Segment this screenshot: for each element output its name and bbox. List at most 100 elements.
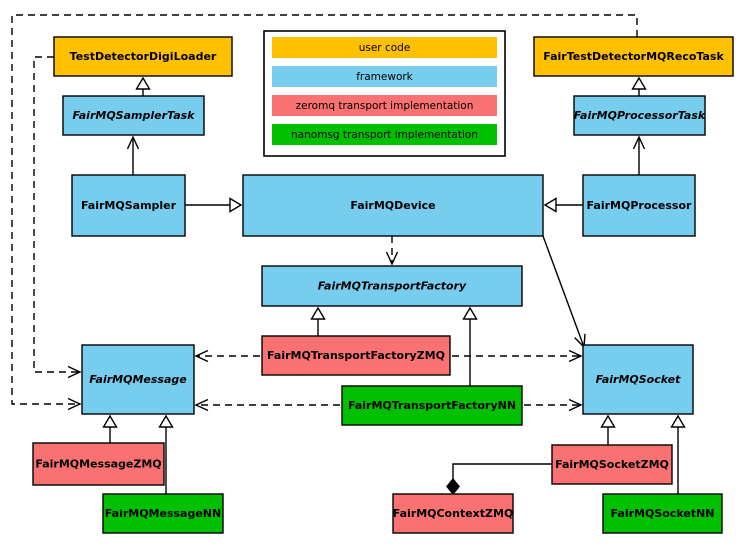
edge-arrowhead-generalization	[631, 76, 647, 90]
edge-arrowhead-generalization	[310, 306, 326, 320]
class-box[interactable]	[582, 344, 694, 415]
legend-label: zeromq transport implementation	[296, 100, 474, 112]
class-box[interactable]	[261, 265, 523, 307]
edge-processortask-to-recotask	[631, 76, 647, 96]
class-name-label: FairMQTransportFactory	[318, 280, 467, 293]
class-node-transportfactory[interactable]: FairMQTransportFactory	[261, 265, 523, 307]
legend-item-3: nanomsg transport implementation	[272, 124, 497, 145]
edge-arrowhead-association	[126, 135, 140, 150]
class-box[interactable]	[102, 493, 224, 534]
class-box[interactable]	[551, 444, 673, 485]
class-box[interactable]	[602, 493, 723, 534]
class-node-message[interactable]: FairMQMessage	[81, 344, 195, 415]
edge-transportfactoryzmq-to-message	[194, 349, 260, 363]
class-node-sampler[interactable]: FairMQSampler	[71, 174, 186, 237]
class-node-device[interactable]: FairMQDevice	[242, 174, 544, 237]
class-box[interactable]	[533, 36, 734, 77]
class-node-socketzmq[interactable]: FairMQSocketZMQ	[551, 444, 673, 485]
legend-swatch	[272, 66, 497, 87]
edge-transportfactorynn-to-message	[194, 398, 340, 412]
edge-arrowhead-generalization	[102, 414, 118, 428]
edge-device-to-socket	[542, 235, 586, 349]
edge-arrowhead-generalization	[543, 197, 557, 213]
class-name-label: FairMQMessage	[89, 373, 187, 386]
class-node-processor[interactable]: FairMQProcessor	[582, 174, 696, 237]
class-name-label: FairMQMessageNN	[105, 507, 221, 520]
node-layer: TestDetectorDigiLoaderFairMQSamplerTaskF…	[32, 36, 734, 534]
class-node-samplertask[interactable]: FairMQSamplerTask	[62, 95, 205, 136]
legend-item-2: zeromq transport implementation	[272, 95, 497, 116]
class-name-label: FairTestDetectorMQRecoTask	[543, 50, 724, 63]
edge-arrowhead-association	[632, 135, 646, 150]
edge-socketnn-to-socket	[670, 414, 686, 494]
edge-recotask-to-message	[11, 14, 638, 411]
class-node-socketnn[interactable]: FairMQSocketNN	[602, 493, 723, 534]
edge-arrowhead-generalization	[600, 414, 616, 428]
edge-samplertask-to-digiloader	[135, 76, 151, 96]
class-node-transportfactoryzmq[interactable]: FairMQTransportFactoryZMQ	[261, 335, 451, 376]
edge-arrowhead-dependency	[67, 365, 82, 379]
class-box[interactable]	[81, 344, 195, 415]
legend-item-1: framework	[272, 66, 497, 87]
edge-socketzmq-to-contextzmq	[446, 463, 552, 496]
class-node-processortask[interactable]: FairMQProcessorTask	[573, 95, 706, 136]
edge-sampler-to-device	[185, 197, 243, 213]
class-node-contextzmq[interactable]: FairMQContextZMQ	[392, 493, 514, 534]
edge-arrowhead-dependency	[568, 349, 583, 363]
edge-arrowhead-generalization	[135, 76, 151, 90]
class-name-label: FairMQTransportFactoryZMQ	[267, 349, 445, 362]
edge-line	[542, 235, 585, 348]
class-name-label: FairMQSocket	[596, 373, 682, 386]
class-name-label: FairMQSampler	[81, 199, 177, 212]
legend-swatch	[272, 37, 497, 58]
class-name-label: FairMQDevice	[350, 199, 435, 212]
edge-socketzmq-to-socket	[600, 414, 616, 445]
edge-arrowhead-generalization	[670, 414, 686, 428]
edge-messagenn-to-message	[158, 414, 174, 494]
class-box[interactable]	[392, 493, 514, 534]
class-name-label: FairMQTransportFactoryNN	[348, 399, 516, 412]
edge-arrowhead-dependency	[67, 397, 82, 411]
class-box[interactable]	[32, 442, 165, 486]
edge-sampler-to-samplertask	[126, 135, 140, 175]
edge-messagezmq-to-message	[102, 414, 118, 443]
class-box[interactable]	[53, 36, 233, 77]
edge-arrowhead-dependency	[385, 251, 399, 266]
edge-transportfactoryzmq-to-socket	[452, 349, 583, 363]
edge-device-to-transportfactory	[385, 236, 399, 266]
edge-line	[11, 14, 638, 405]
class-node-socket[interactable]: FairMQSocket	[582, 344, 694, 415]
class-name-label: FairMQSamplerTask	[73, 109, 196, 122]
class-box[interactable]	[341, 385, 523, 426]
class-box[interactable]	[261, 335, 451, 376]
class-box[interactable]	[71, 174, 186, 237]
edge-arrowhead-composition	[446, 477, 460, 496]
class-box[interactable]	[582, 174, 696, 237]
legend-label: user code	[359, 42, 411, 54]
edge-transportfactoryzmq-to-transportfactory	[310, 306, 326, 336]
class-name-label: FairMQProcessor	[587, 199, 692, 212]
class-box[interactable]	[242, 174, 544, 237]
class-node-digiloader[interactable]: TestDetectorDigiLoader	[53, 36, 233, 77]
class-node-recotask[interactable]: FairTestDetectorMQRecoTask	[533, 36, 734, 77]
legend-swatch	[272, 95, 497, 116]
class-box[interactable]	[573, 95, 706, 136]
edge-arrowhead-dependency	[194, 349, 209, 363]
legend-layer: user code framework zeromq transport imple…	[263, 30, 506, 157]
class-name-label: FairMQContextZMQ	[393, 507, 514, 520]
edge-layer	[11, 14, 686, 496]
class-node-messagenn[interactable]: FairMQMessageNN	[102, 493, 224, 534]
class-node-transportfactorynn[interactable]: FairMQTransportFactoryNN	[341, 385, 523, 426]
legend-label: nanomsg transport implementation	[291, 129, 478, 141]
class-node-messagezmq[interactable]: FairMQMessageZMQ	[32, 442, 165, 486]
class-name-label: TestDetectorDigiLoader	[70, 50, 217, 63]
edge-arrowhead-dependency	[194, 398, 209, 412]
legend-swatch	[272, 124, 497, 145]
edge-arrowhead-generalization	[229, 197, 243, 213]
edge-processor-to-device	[543, 197, 583, 213]
edge-arrowhead-dependency	[568, 398, 583, 412]
legend-label: framework	[356, 71, 413, 83]
class-box[interactable]	[62, 95, 205, 136]
